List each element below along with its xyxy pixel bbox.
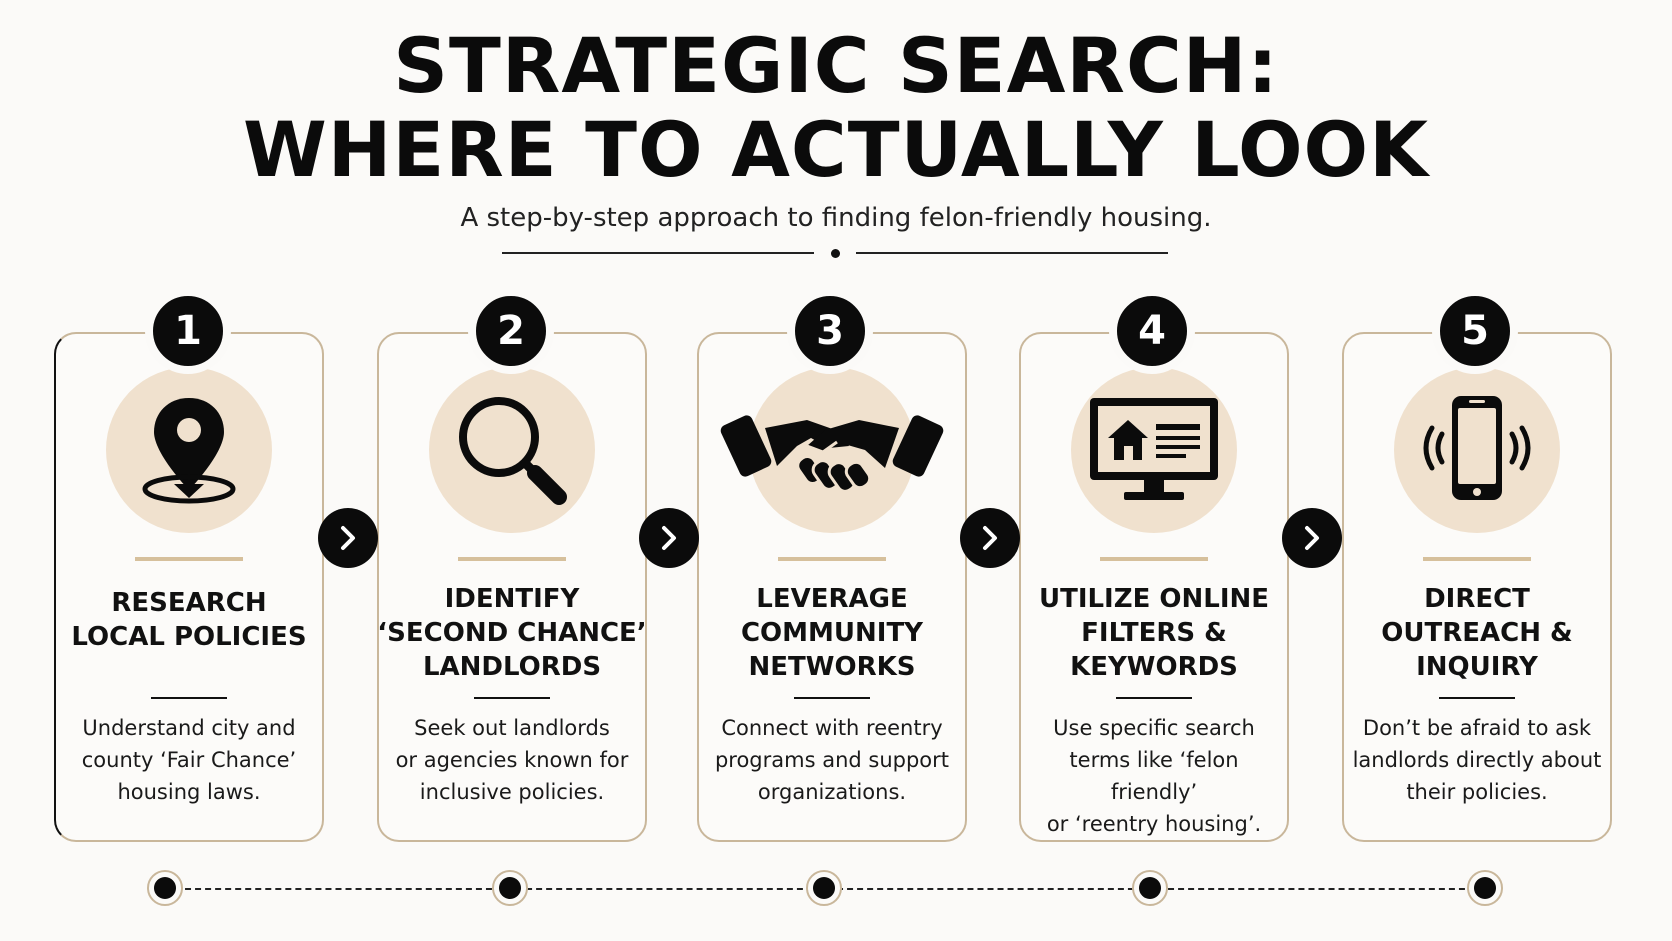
divider-right [856, 252, 1168, 254]
step-separator-4 [1116, 697, 1192, 699]
timeline-node-3 [806, 870, 842, 906]
step-description-5: Don’t be afraid to ask landlords directl… [1352, 716, 1602, 804]
divider-dot [831, 249, 840, 258]
step-accent-bar-3 [778, 557, 886, 561]
step-number-badge-4: 4 [1109, 288, 1195, 374]
step-title-2: IDENTIFY ‘SECOND CHANCE’ LANDLORDS [377, 584, 647, 682]
step-accent-bar-5 [1423, 557, 1531, 561]
step-accent-bar-1 [135, 557, 243, 561]
step-separator-2 [474, 697, 550, 699]
divider-left [502, 252, 814, 254]
chevron-right-icon [960, 508, 1020, 568]
step-title-4: UTILIZE ONLINE FILTERS & KEYWORDS [1038, 584, 1270, 682]
step-separator-3 [794, 697, 870, 699]
page-subtitle: A step-by-step approach to finding felon… [460, 203, 1212, 233]
handshake-icon [720, 367, 944, 533]
location-pin-icon [106, 367, 272, 533]
ringing-phone-icon [1394, 367, 1560, 533]
timeline-node-4 [1132, 870, 1168, 906]
step-separator-5 [1439, 697, 1515, 699]
timeline-node-2 [492, 870, 528, 906]
timeline-node-5 [1467, 870, 1503, 906]
monitor-house-listing-icon [1071, 367, 1237, 533]
step-accent-bar-4 [1100, 557, 1208, 561]
step-number-badge-3: 3 [787, 288, 873, 374]
magnifying-glass-icon [429, 367, 595, 533]
timeline-node-1 [147, 870, 183, 906]
step-number-badge-2: 2 [468, 288, 554, 374]
step-separator-1 [151, 697, 227, 699]
page-title-line-1: STRATEGIC SEARCH: [393, 21, 1279, 110]
chevron-right-icon [639, 508, 699, 568]
chevron-right-icon [1282, 508, 1342, 568]
step-description-4: Use specific search terms like ‘felon fr… [1046, 716, 1262, 836]
step-description-2: Seek out landlords or agencies known for… [395, 716, 629, 804]
step-number-badge-1: 1 [145, 288, 231, 374]
step-number-badge-5: 5 [1432, 288, 1518, 374]
step-description-3: Connect with reentry programs and suppor… [714, 716, 950, 804]
step-accent-bar-2 [458, 557, 566, 561]
step-description-1: Understand city and county ‘Fair Chance’… [81, 716, 297, 804]
step-title-5: DIRECT OUTREACH & INQUIRY [1381, 584, 1573, 682]
page-title-line-2: WHERE TO ACTUALLY LOOK [242, 105, 1430, 194]
step-title-1: RESEARCH LOCAL POLICIES [71, 588, 307, 652]
chevron-right-icon [318, 508, 378, 568]
step-title-3: LEVERAGE COMMUNITY NETWORKS [740, 584, 924, 682]
